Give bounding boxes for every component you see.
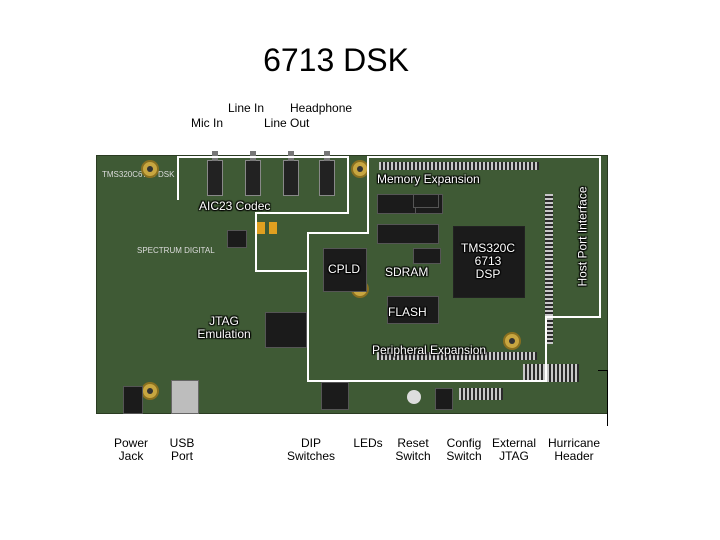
mount-hole	[503, 332, 521, 350]
label-external-jtag-line2: JTAG	[499, 449, 529, 463]
outline-line	[545, 316, 547, 382]
label-usb-port-line1: USB	[169, 436, 195, 450]
dsk-board: TMS320C6713 DSK SPECTRUM DIGITAL	[96, 151, 608, 414]
outline-line	[255, 212, 257, 272]
label-headphone: Headphone	[290, 101, 353, 115]
label-dsp-line2: 6713	[474, 254, 502, 268]
label-dsp-line1: TMS320C	[460, 241, 516, 255]
label-dsp-line3: DSP	[475, 267, 501, 281]
label-flash: FLASH	[388, 305, 427, 319]
label-power-jack-line1: Power	[113, 436, 148, 450]
label-reset-switch: Reset Switch	[391, 437, 435, 463]
label-jtag-emulation-line1: JTAG	[209, 314, 239, 328]
config-switch-body	[435, 388, 453, 410]
label-aic23-codec: AIC23 Codec	[199, 199, 271, 213]
flash-chip	[387, 296, 439, 324]
sdram-chip	[413, 248, 441, 264]
mount-hole	[141, 160, 159, 178]
label-cpld: CPLD	[328, 262, 361, 276]
label-external-jtag: External JTAG	[488, 437, 540, 463]
label-reset-switch-line2: Switch	[395, 449, 431, 463]
sdram-chip	[377, 224, 439, 244]
memory-chip	[413, 194, 439, 208]
codec-chip	[227, 230, 247, 248]
outline-line	[255, 270, 307, 272]
label-usb-port: USB Port	[165, 437, 199, 463]
label-memory-expansion: Memory Expansion	[377, 172, 480, 186]
mic-in-jack	[207, 151, 223, 196]
outline-line	[367, 156, 369, 234]
external-jtag-connector	[459, 388, 503, 400]
leader-line	[598, 370, 608, 371]
line-out-jack	[283, 151, 299, 196]
mount-hole	[141, 382, 159, 400]
host-port-connector	[545, 194, 553, 344]
outline-line	[307, 232, 367, 234]
label-reset-switch-line1: Reset	[397, 436, 429, 450]
label-config-switch-line1: Config	[446, 436, 482, 450]
label-mic-in: Mic In	[191, 116, 224, 130]
leader-line	[607, 370, 608, 426]
silk-brand: SPECTRUM DIGITAL	[137, 246, 215, 255]
line-in-jack	[245, 151, 261, 196]
memory-expansion-connector	[379, 162, 539, 170]
outline-line	[177, 156, 179, 200]
hurricane-header-connector	[523, 364, 579, 382]
label-config-switch-line2: Switch	[446, 449, 482, 463]
power-jack-body	[123, 386, 143, 414]
reset-button-body	[407, 390, 421, 404]
outline-line	[599, 156, 601, 318]
outline-line	[307, 380, 547, 382]
label-dip-switches: DIP Switches	[282, 437, 340, 463]
outline-line	[177, 198, 179, 200]
label-leds-line1: LEDs	[353, 436, 383, 450]
peripheral-expansion-connector	[377, 352, 537, 360]
outline-line	[177, 156, 347, 158]
label-usb-port-line2: Port	[170, 449, 193, 463]
outline-line	[255, 212, 349, 214]
capacitor	[269, 222, 277, 234]
outline-line	[307, 232, 309, 382]
capacitor	[257, 222, 265, 234]
label-leds: LEDs	[350, 437, 386, 450]
label-line-in: Line In	[228, 101, 265, 115]
usb-port-body	[171, 380, 199, 414]
label-line-out: Line Out	[264, 116, 310, 130]
outline-line	[545, 316, 601, 318]
label-dip-switches-line2: Switches	[286, 449, 336, 463]
silk-board-name: TMS320C6713 DSK	[102, 170, 175, 179]
label-hurricane-header-line1: Hurricane	[547, 436, 601, 450]
emulation-chip	[265, 312, 307, 348]
outline-line	[347, 156, 349, 212]
outline-line	[367, 156, 601, 158]
page-title: 6713 DSK	[263, 42, 409, 78]
headphone-jack	[319, 151, 335, 196]
label-sdram: SDRAM	[385, 265, 429, 279]
dsp-chip	[453, 226, 525, 298]
label-config-switch: Config Switch	[442, 437, 486, 463]
cpld-chip	[323, 248, 367, 292]
label-peripheral-expansion: Peripheral Expansion	[372, 343, 487, 357]
label-power-jack-line2: Jack	[118, 449, 144, 463]
label-jtag-emulation-line2: Emulation	[197, 327, 251, 341]
label-power-jack: Power Jack	[111, 437, 151, 463]
label-host-port-interface: Host Port Interface	[575, 186, 590, 287]
label-external-jtag-line1: External	[491, 436, 537, 450]
label-hurricane-header: Hurricane Header	[543, 437, 605, 463]
label-hurricane-header-line2: Header	[554, 449, 594, 463]
label-dip-switches-line1: DIP	[300, 436, 321, 450]
dip-switch-body	[321, 382, 349, 410]
